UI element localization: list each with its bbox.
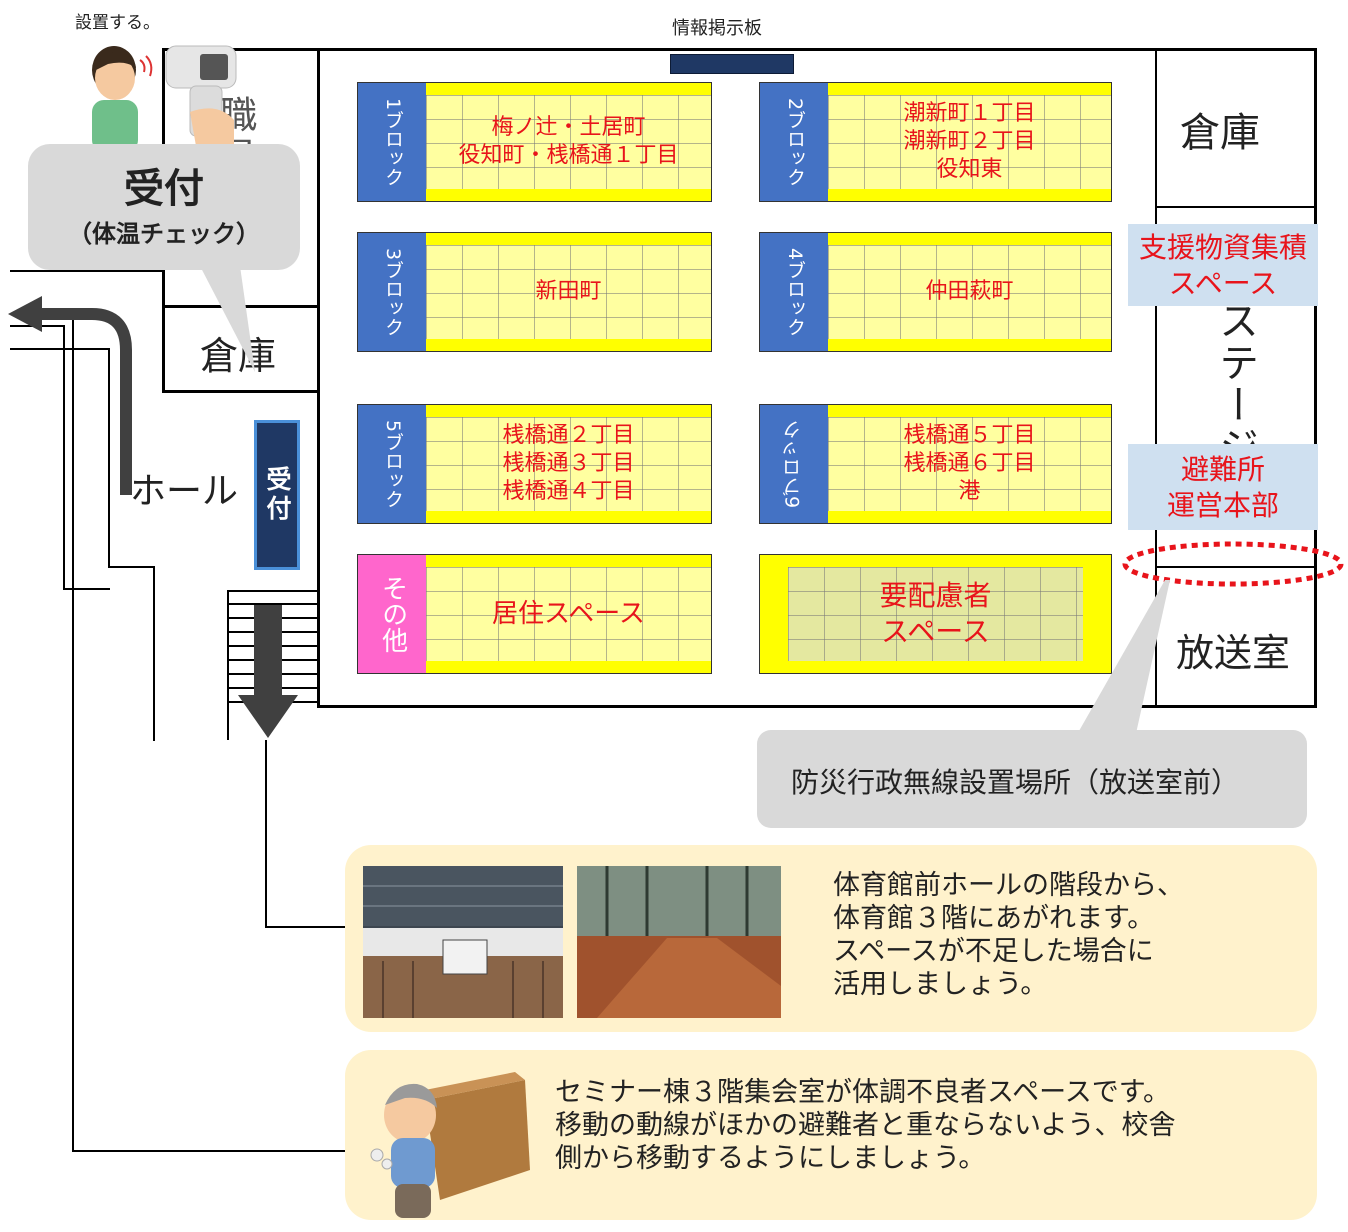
reception-callout-title: 受付 (124, 166, 204, 212)
special-needs-line1: 要配慮者 (879, 579, 992, 612)
gym-photo-2 (577, 866, 781, 1018)
broadcast-room-label: 放送室 (1176, 631, 1291, 675)
temperature-check-illustration (92, 45, 237, 152)
block-special-needs: 要配慮者スペース (759, 554, 1112, 674)
block-5-tab: 5ブロック (381, 419, 404, 509)
exit-arrow (8, 296, 132, 495)
block-2-name: 役知東 (936, 157, 1003, 182)
reception-callout: 受付 （体温チェック） (28, 144, 300, 270)
block-5-name: 桟橋通３丁目 (502, 451, 635, 476)
block-4: 4ブロック 仲田萩町 (759, 232, 1112, 352)
block-5: 5ブロック 桟橋通２丁目桟橋通３丁目桟橋通４丁目 (357, 404, 712, 524)
block-1-tab: 1ブロック (381, 97, 404, 187)
radio-location-callout: 防災行政無線設置場所（放送室前） (757, 730, 1307, 828)
special-needs-line2: スペース (881, 615, 990, 648)
storage-left-label: 倉庫 (200, 334, 277, 378)
block-1: 1ブロック 梅ノ辻・土居町役知町・桟橋通１丁目 (357, 82, 712, 202)
gym-third-floor-line: スペースが不足した場合に (833, 936, 1154, 967)
stairs (229, 603, 317, 738)
block-4-name: 仲田萩町 (925, 279, 1014, 304)
sick-person-illustration (370, 1072, 530, 1218)
sick-space-line: セミナー棟３階集会室が体調不良者スペースです。 (555, 1077, 1171, 1108)
block-2: 2ブロック 潮新町１丁目潮新町２丁目役知東 (759, 82, 1112, 202)
block-5-name: 桟橋通４丁目 (502, 479, 635, 504)
sick-space-panel: セミナー棟３階集会室が体調不良者スペースです。 移動の動線がほかの避難者と重なら… (345, 1050, 1317, 1220)
gym-third-floor-panel: 体育館前ホールの階段から、 体育館３階にあがれます。 スペースが不足した場合に … (345, 845, 1317, 1032)
reception-callout-subtitle: （体温チェック） (68, 220, 260, 248)
gym-third-floor-line: 活用しましょう。 (833, 969, 1048, 1000)
block-other: その他 居住スペース (357, 554, 712, 674)
block-6-tab: 6ブロック (782, 419, 805, 509)
block-6-name: 桟橋通６丁目 (903, 451, 1036, 476)
relief-supplies-box: 支援物資集積 スペース (1128, 224, 1318, 306)
sick-space-line: 側から移動するようにしましょう。 (555, 1143, 986, 1174)
block-2-name: 潮新町１丁目 (903, 101, 1036, 126)
block-other-name: 居住スペース (492, 599, 645, 629)
block-6-name: 港 (958, 479, 981, 504)
radio-location-text: 防災行政無線設置場所（放送室前） (791, 766, 1240, 799)
gymnasium-floor (317, 48, 1317, 708)
relief-supplies-line1: 支援物資集積 (1138, 231, 1307, 264)
info-board (670, 54, 794, 74)
block-other-tab: その他 (377, 575, 408, 653)
top-note: 設置する。 (75, 13, 160, 33)
sick-space-line: 移動の動線がほかの避難者と重ならないよう、校舎 (555, 1110, 1176, 1141)
storage-right-label: 倉庫 (1180, 110, 1260, 156)
relief-supplies-line2: スペース (1168, 267, 1278, 300)
block-6-name: 桟橋通５丁目 (903, 423, 1036, 448)
block-5-name: 桟橋通２丁目 (502, 423, 635, 448)
sick-space-text: セミナー棟３階集会室が体調不良者スペースです。 移動の動線がほかの避難者と重なら… (555, 1076, 1175, 1175)
hq-box: 避難所 運営本部 (1128, 444, 1318, 530)
stage-label: ステージ (1212, 300, 1258, 468)
hq-line1: 避難所 (1180, 453, 1265, 486)
gym-photo-1 (363, 866, 563, 1018)
block-3-name: 新田町 (535, 279, 602, 304)
gym-third-floor-line: 体育館３階にあがれます。 (833, 903, 1155, 934)
hq-line2: 運営本部 (1166, 489, 1279, 522)
block-6: 6ブロック 桟橋通５丁目桟橋通６丁目港 (759, 404, 1112, 524)
block-2-name: 潮新町２丁目 (903, 129, 1036, 154)
block-2-tab: 2ブロック (783, 97, 806, 187)
block-4-tab: 4ブロック (783, 247, 806, 337)
reception-desk: 受付 (254, 420, 300, 570)
block-1-name: 役知町・桟橋通１丁目 (458, 143, 679, 168)
radio-location-marker (1122, 541, 1344, 587)
gym-third-floor-line: 体育館前ホールの階段から、 (833, 870, 1184, 901)
info-board-label: 情報掲示板 (672, 18, 762, 39)
hall-label: ホール (130, 471, 239, 512)
block-1-name: 梅ノ辻・土居町 (491, 115, 646, 140)
reception-desk-label: 受付 (263, 466, 292, 524)
block-3: 3ブロック 新田町 (357, 232, 712, 352)
gym-third-floor-text: 体育館前ホールの階段から、 体育館３階にあがれます。 スペースが不足した場合に … (833, 869, 1184, 1001)
block-3-tab: 3ブロック (381, 247, 404, 337)
